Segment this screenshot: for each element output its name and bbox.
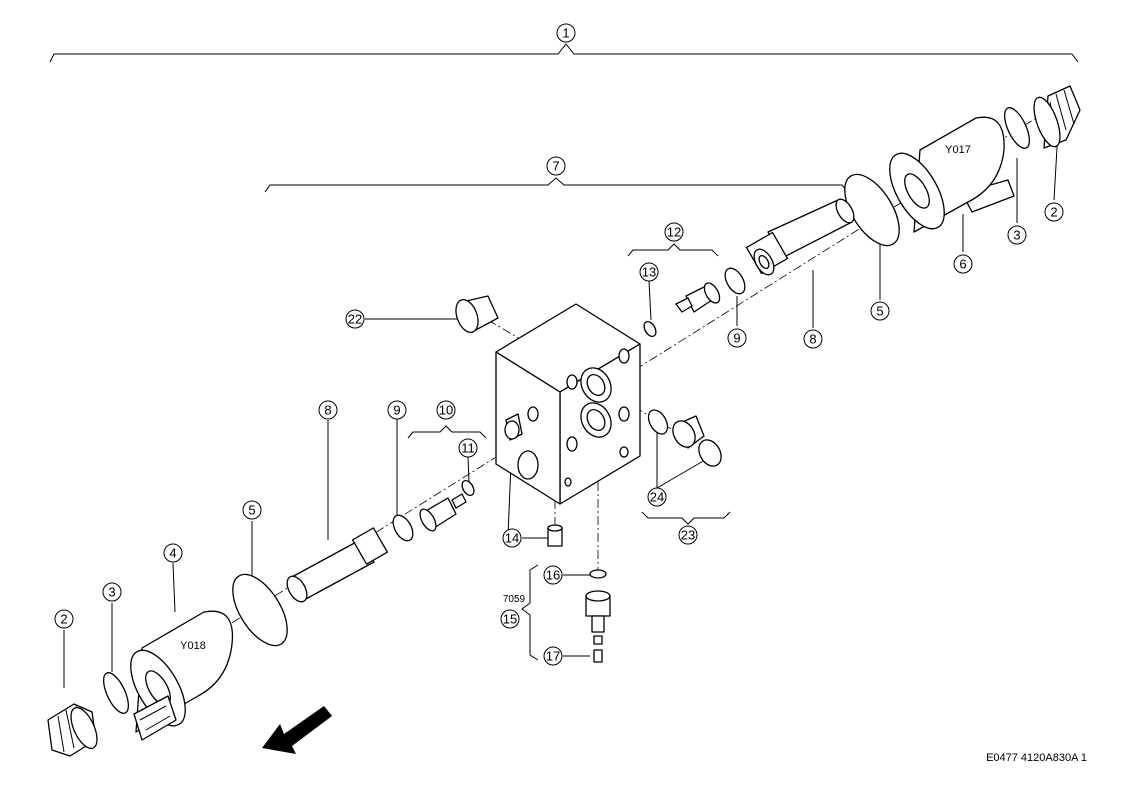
knurled-nut-upper (1033, 85, 1081, 149)
leader-13 (648, 280, 652, 321)
svg-text:5: 5 (876, 304, 883, 319)
callout-24: 24 (647, 487, 667, 507)
callout-6: 6 (953, 254, 973, 274)
callout-16: 16 (543, 565, 563, 585)
callout-12: 12 (664, 222, 684, 242)
solenoid-coil-y018: Y018 (130, 610, 234, 741)
washer-11 (461, 479, 475, 497)
callout-2-lower: 2 (54, 609, 74, 629)
callout-14: 14 (502, 528, 522, 548)
svg-text:3: 3 (108, 585, 115, 600)
o-ring-upper-9 (724, 267, 746, 295)
callout-8-upper: 8 (803, 329, 823, 349)
coil-label-lower: Y018 (180, 640, 206, 652)
svg-text:6: 6 (959, 257, 966, 272)
bracket-assembly-10 (407, 425, 487, 439)
bracket-assembly-23 (641, 511, 731, 525)
svg-text:9: 9 (733, 331, 740, 346)
callout-4: 4 (163, 543, 183, 563)
svg-text:7: 7 (552, 159, 559, 174)
svg-text:3: 3 (1013, 228, 1020, 243)
svg-text:14: 14 (505, 531, 519, 546)
o-ring-upper-3 (1003, 107, 1031, 149)
svg-text:9: 9 (393, 403, 400, 418)
serial-note-7059: 7059 (503, 594, 526, 605)
callout-2-upper: 2 (1044, 202, 1064, 222)
plug-22 (455, 295, 499, 333)
bracket-assembly-7 (264, 177, 849, 193)
cartridge-tube-lower (286, 527, 389, 603)
o-ring-upper-5 (844, 173, 900, 247)
solenoid-coil-y017: Y017 (889, 116, 1015, 233)
svg-text:16: 16 (546, 568, 560, 583)
callout-5-lower: 5 (242, 500, 262, 520)
svg-text:5: 5 (248, 503, 255, 518)
o-ring-lower-5 (232, 573, 288, 647)
callout-1: 1 (556, 23, 576, 43)
callout-10: 10 (436, 400, 456, 420)
callout-11: 11 (458, 438, 478, 458)
o-ring-lower-3 (102, 672, 130, 714)
callout-17: 17 (543, 646, 563, 666)
drawing-reference-number: E0477 4120A830A 1 (986, 752, 1087, 764)
svg-text:23: 23 (681, 528, 695, 543)
callout-23: 23 (678, 525, 698, 545)
callout-3-lower: 3 (102, 582, 122, 602)
callout-5-upper: 5 (870, 301, 890, 321)
leader-11 (467, 456, 470, 483)
screw-14 (504, 406, 563, 547)
svg-text:24: 24 (650, 490, 664, 505)
svg-text:13: 13 (642, 265, 656, 280)
valve-block (495, 303, 641, 505)
svg-text:1: 1 (562, 26, 569, 41)
svg-text:8: 8 (809, 332, 816, 347)
cartridge-tube-upper (745, 198, 855, 276)
callout-22: 22 (345, 309, 365, 329)
knurled-nut-lower (47, 703, 98, 757)
svg-text:17: 17 (546, 649, 560, 664)
callout-7: 7 (546, 156, 566, 176)
o-ring-lower-9 (392, 514, 414, 542)
callout-13: 13 (639, 262, 659, 282)
bracket-assembly-1 (49, 43, 1079, 63)
svg-text:8: 8 (324, 403, 331, 418)
svg-text:4: 4 (169, 546, 176, 561)
callout-15: 15 (500, 609, 520, 629)
callout-8-lower: 8 (318, 400, 338, 420)
svg-text:15: 15 (503, 612, 517, 627)
svg-text:2: 2 (60, 612, 67, 627)
washer-13 (643, 320, 657, 338)
fitting-24 (647, 409, 722, 467)
leader-4 (172, 562, 176, 613)
leader-24b (656, 459, 706, 489)
bracket-assembly-15 (521, 564, 539, 661)
svg-text:10: 10 (439, 403, 453, 418)
svg-text:22: 22 (348, 312, 362, 327)
front-direction-arrow-icon (262, 706, 332, 754)
callout-9-upper: 9 (727, 328, 747, 348)
coil-label-upper: Y017 (945, 144, 971, 156)
bracket-assembly-12 (627, 243, 719, 257)
svg-text:12: 12 (667, 225, 681, 240)
port-fitting-15 (585, 569, 611, 663)
svg-text:2: 2 (1050, 205, 1057, 220)
svg-text:11: 11 (461, 441, 475, 456)
callout-3-upper: 3 (1007, 225, 1027, 245)
check-valve-lower (419, 493, 467, 532)
check-valve-upper (675, 282, 721, 313)
callout-9-lower: 9 (387, 400, 407, 420)
